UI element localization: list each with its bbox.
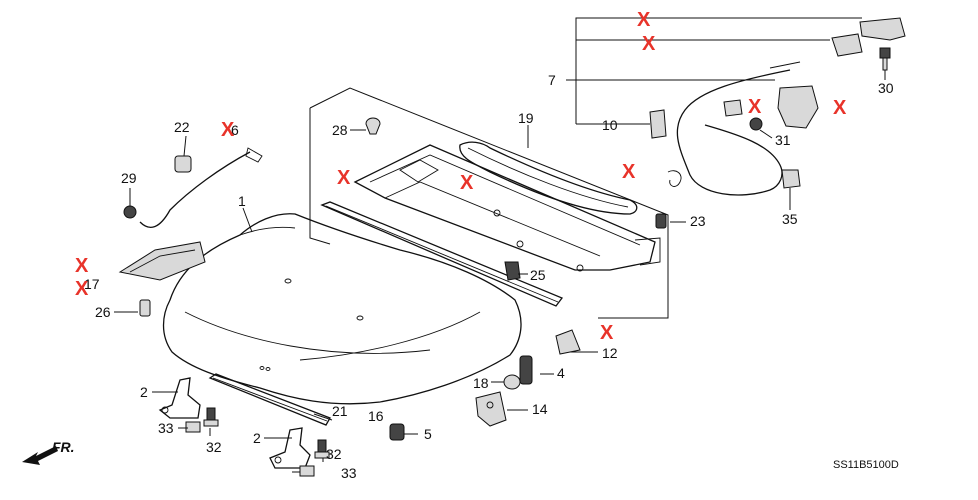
cable-clip-24 <box>723 99 743 117</box>
x-mark: X <box>75 278 89 300</box>
hinge-bracket-top <box>831 17 906 57</box>
weatherstrip-long <box>320 201 564 307</box>
label-17: 17 <box>84 276 100 292</box>
label-31: 31 <box>775 132 791 148</box>
clip-31 <box>749 117 763 131</box>
label-28: 28 <box>332 122 348 138</box>
grommet-29 <box>123 205 137 219</box>
label-35: 35 <box>782 211 798 227</box>
label-4: 4 <box>557 365 565 381</box>
hood-lock-14 <box>475 391 507 427</box>
hood-support-rod <box>139 147 263 228</box>
clip-35 <box>781 169 801 189</box>
label-23: 23 <box>690 213 706 229</box>
diagram-code: SS11B5100D <box>833 459 899 471</box>
cable-clip-27 <box>667 170 682 187</box>
label-10: 10 <box>602 117 618 133</box>
bolt-30 <box>879 47 891 71</box>
label-7: 7 <box>548 72 556 88</box>
cable-clip-10 <box>649 109 667 139</box>
clip-26 <box>139 299 151 317</box>
bolt-32a <box>203 407 219 427</box>
x-mark: X <box>221 119 235 141</box>
label-14: 14 <box>532 401 548 417</box>
label-5: 5 <box>424 426 432 442</box>
hood-hinge-upper <box>158 377 201 419</box>
label-16: 16 <box>368 408 384 424</box>
x-mark: X <box>637 9 651 31</box>
label-1: 1 <box>238 193 246 209</box>
label-29: 29 <box>121 170 137 186</box>
label-33a: 33 <box>158 420 174 436</box>
hood-bracket-17 <box>118 241 206 281</box>
part-labels: 1 2 2 4 5 6 7 10 12 14 16 17 18 19 21 22… <box>84 72 894 481</box>
removed-part-markers: X X X X X X X X X X X <box>75 9 847 344</box>
x-mark: X <box>75 255 89 277</box>
label-2b: 2 <box>253 430 261 446</box>
x-mark: X <box>600 322 614 344</box>
label-12: 12 <box>602 345 618 361</box>
latch-assembly <box>777 85 819 129</box>
front-label: FR. <box>52 439 75 455</box>
label-22: 22 <box>174 119 190 135</box>
label-19: 19 <box>518 110 534 126</box>
front-direction-arrow: FR. <box>22 439 75 465</box>
x-mark: X <box>748 96 762 118</box>
label-18: 18 <box>473 375 489 391</box>
hood-hinge-lower <box>269 427 311 469</box>
clip-25 <box>504 261 521 281</box>
label-26: 26 <box>95 304 111 320</box>
x-mark: X <box>622 161 636 183</box>
clip-23 <box>655 213 667 229</box>
x-mark: X <box>833 97 847 119</box>
stopper-4 <box>519 355 533 385</box>
label-32b: 32 <box>326 446 342 462</box>
bumper-18 <box>503 374 521 390</box>
release-cable <box>676 61 801 196</box>
x-mark: X <box>337 167 351 189</box>
label-32a: 32 <box>206 439 222 455</box>
nut-33a <box>185 421 201 433</box>
label-2a: 2 <box>140 384 148 400</box>
label-6: 6 <box>231 122 239 138</box>
plug-5 <box>389 423 405 441</box>
label-25: 25 <box>530 267 546 283</box>
seal-strip <box>459 141 638 215</box>
cowl-cover <box>353 144 661 272</box>
label-21: 21 <box>332 403 348 419</box>
label-33b: 33 <box>341 465 357 481</box>
nut-33b <box>299 465 315 477</box>
group-frame <box>309 87 669 319</box>
hood-panel <box>162 213 522 405</box>
x-mark: X <box>642 33 656 55</box>
clip-22 <box>174 155 192 173</box>
x-mark: X <box>460 172 474 194</box>
leader-lines <box>114 17 886 473</box>
bumper-12 <box>555 329 581 355</box>
clip-28 <box>365 117 381 135</box>
hood-edge-strip <box>208 373 331 426</box>
label-30: 30 <box>878 80 894 96</box>
bolt-32b <box>314 439 330 459</box>
